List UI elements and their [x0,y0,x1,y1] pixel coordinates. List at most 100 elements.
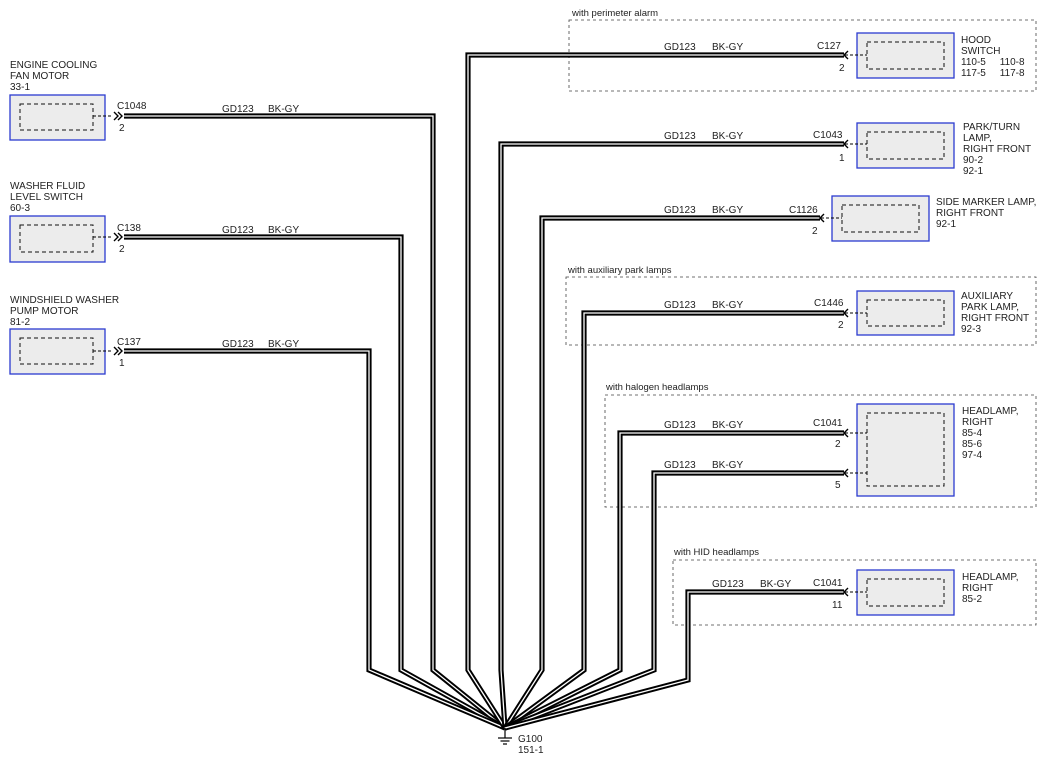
wire-circuit-label: GD123 [664,420,696,431]
pin-number: 2 [119,123,125,134]
component-name-line: 90-2 [963,155,983,166]
connector-id: C138 [117,223,141,234]
component-inner-outline [866,131,945,160]
component-box [831,195,930,242]
component-headlamp-right-halogen: C1041 2 5 HEADLAMP, RIGHT 85-4 85-6 97-4 [813,403,1019,497]
group-label-auxiliary-park-lamps: with auxiliary park lamps [567,265,672,276]
connector-id: C1043 [813,130,843,141]
component-name-line: 110-5 110-8 [961,57,1025,68]
component-inner-outline [19,103,94,131]
component-box [856,290,955,336]
component-box [9,215,106,263]
component-name-line: RIGHT FRONT [963,144,1031,155]
component-box [856,122,955,169]
wire-circuit-label: GD123 [712,579,744,590]
wire-c138 [124,234,507,731]
component-name-line: RIGHT FRONT [961,313,1029,324]
pin-number: 1 [839,153,845,164]
component-headlamp-right-hid: C1041 11 HEADLAMP, RIGHT 85-2 [813,569,1019,616]
wire-labels: GD123 BK-GY GD123 BK-GY GD123 BK-GY GD12… [222,42,791,590]
component-name-line: 92-1 [936,219,956,230]
wire-c1041-pin5 [504,470,844,731]
connector-id: C137 [117,337,141,348]
wire-c1041-pin2 [503,430,844,731]
connector-arrow-icon [843,50,849,60]
connector-id: C1126 [789,205,818,216]
component-name-line: 60-3 [10,203,30,214]
connector-arrow-icon [843,587,849,597]
component-auxiliary-park-lamp: C1446 2 AUXILIARY PARK LAMP, RIGHT FRONT… [814,290,1029,336]
component-box [856,32,955,79]
wire-color-label: BK-GY [268,225,299,236]
component-box [856,569,955,616]
component-inner-outline [841,204,920,233]
wire-harness [124,52,844,731]
component-name-line: LAMP, [963,133,992,144]
component-name-line: 85-4 [962,428,982,439]
connector-arrow-icon [843,308,849,318]
pin-number: 2 [812,226,818,237]
connector-arrow-icon [843,139,849,149]
connector-id: C1041 [813,578,843,589]
component-inner-outline [19,224,94,253]
component-hood-switch: C127 2 HOOD SWITCH 110-5 110-8 117-5 117… [817,32,1025,79]
pin-number: 11 [832,600,843,611]
connector-id: C127 [817,41,841,52]
wire-circuit-label: GD123 [222,104,254,115]
group-box-hid-headlamps [672,559,1037,626]
wire-color-label: BK-GY [712,42,743,53]
component-name-line: PARK/TURN [963,122,1020,133]
component-name-line: RIGHT FRONT [936,208,1004,219]
component-name-line: 81-2 [10,317,30,328]
component-name-line: RIGHT [962,417,993,428]
component-name-line: 85-6 [962,439,982,450]
component-engine-cooling-fan-motor: ENGINE COOLING FAN MOTOR 33-1 C1048 2 [9,60,147,141]
component-name-line: SWITCH [961,46,1000,57]
component-side-marker-lamp: C1126 2 SIDE MARKER LAMP, RIGHT FRONT 92… [789,195,1036,242]
component-box [9,94,106,141]
component-name-line: 33-1 [10,82,30,93]
pin-number: 2 [839,63,845,74]
wire-color-label: BK-GY [760,579,791,590]
component-name-line: 117-5 117-8 [961,68,1025,79]
component-name-line: PARK LAMP, [961,302,1019,313]
connector-arrow-icon [113,111,123,121]
group-label-halogen-headlamps: with halogen headlamps [605,382,709,393]
ground-ref: 151-1 [518,745,544,756]
connector-arrow-icon [113,232,123,242]
connector-id: C1041 [813,418,843,429]
wire-circuit-label: GD123 [222,339,254,350]
pin-number: 1 [119,358,125,369]
pin-number: 2 [119,244,125,255]
connector-id: C1446 [814,298,844,309]
component-inner-outline [866,41,945,70]
component-name-line: 92-3 [961,324,981,335]
wire-c1126 [502,215,820,730]
component-name-line: RIGHT [962,583,993,594]
component-name-line: HOOD [961,35,991,46]
component-box [856,403,955,497]
wire-c1048 [124,113,507,731]
component-windshield-washer-pump-motor: WINDSHIELD WASHER PUMP MOTOR 81-2 C137 1 [9,295,141,375]
component-name-line: AUXILIARY [961,291,1013,302]
wire-circuit-label: GD123 [664,300,696,311]
component-park-turn-lamp: C1043 1 PARK/TURN LAMP, RIGHT FRONT 90-2… [813,122,1031,177]
wire-c137 [124,348,507,731]
wire-color-label: BK-GY [268,339,299,350]
connector-arrow-icon [819,213,825,223]
component-box [9,328,106,375]
wire-c127 [465,52,844,730]
connector-arrow-icon [843,428,849,438]
wire-circuit-label: GD123 [664,42,696,53]
component-washer-fluid-level-switch: WASHER FLUID LEVEL SWITCH 60-3 C138 2 [9,181,141,263]
component-name-line: 92-1 [963,166,983,177]
component-name-line: SIDE MARKER LAMP, [936,197,1036,208]
pin-number: 2 [838,320,844,331]
wire-c1043 [498,141,844,729]
component-name-line: WASHER FLUID [10,181,85,192]
pin-number: 2 [835,439,841,450]
wire-color-label: BK-GY [268,104,299,115]
wire-color-label: BK-GY [712,131,743,142]
wire-color-label: BK-GY [712,205,743,216]
